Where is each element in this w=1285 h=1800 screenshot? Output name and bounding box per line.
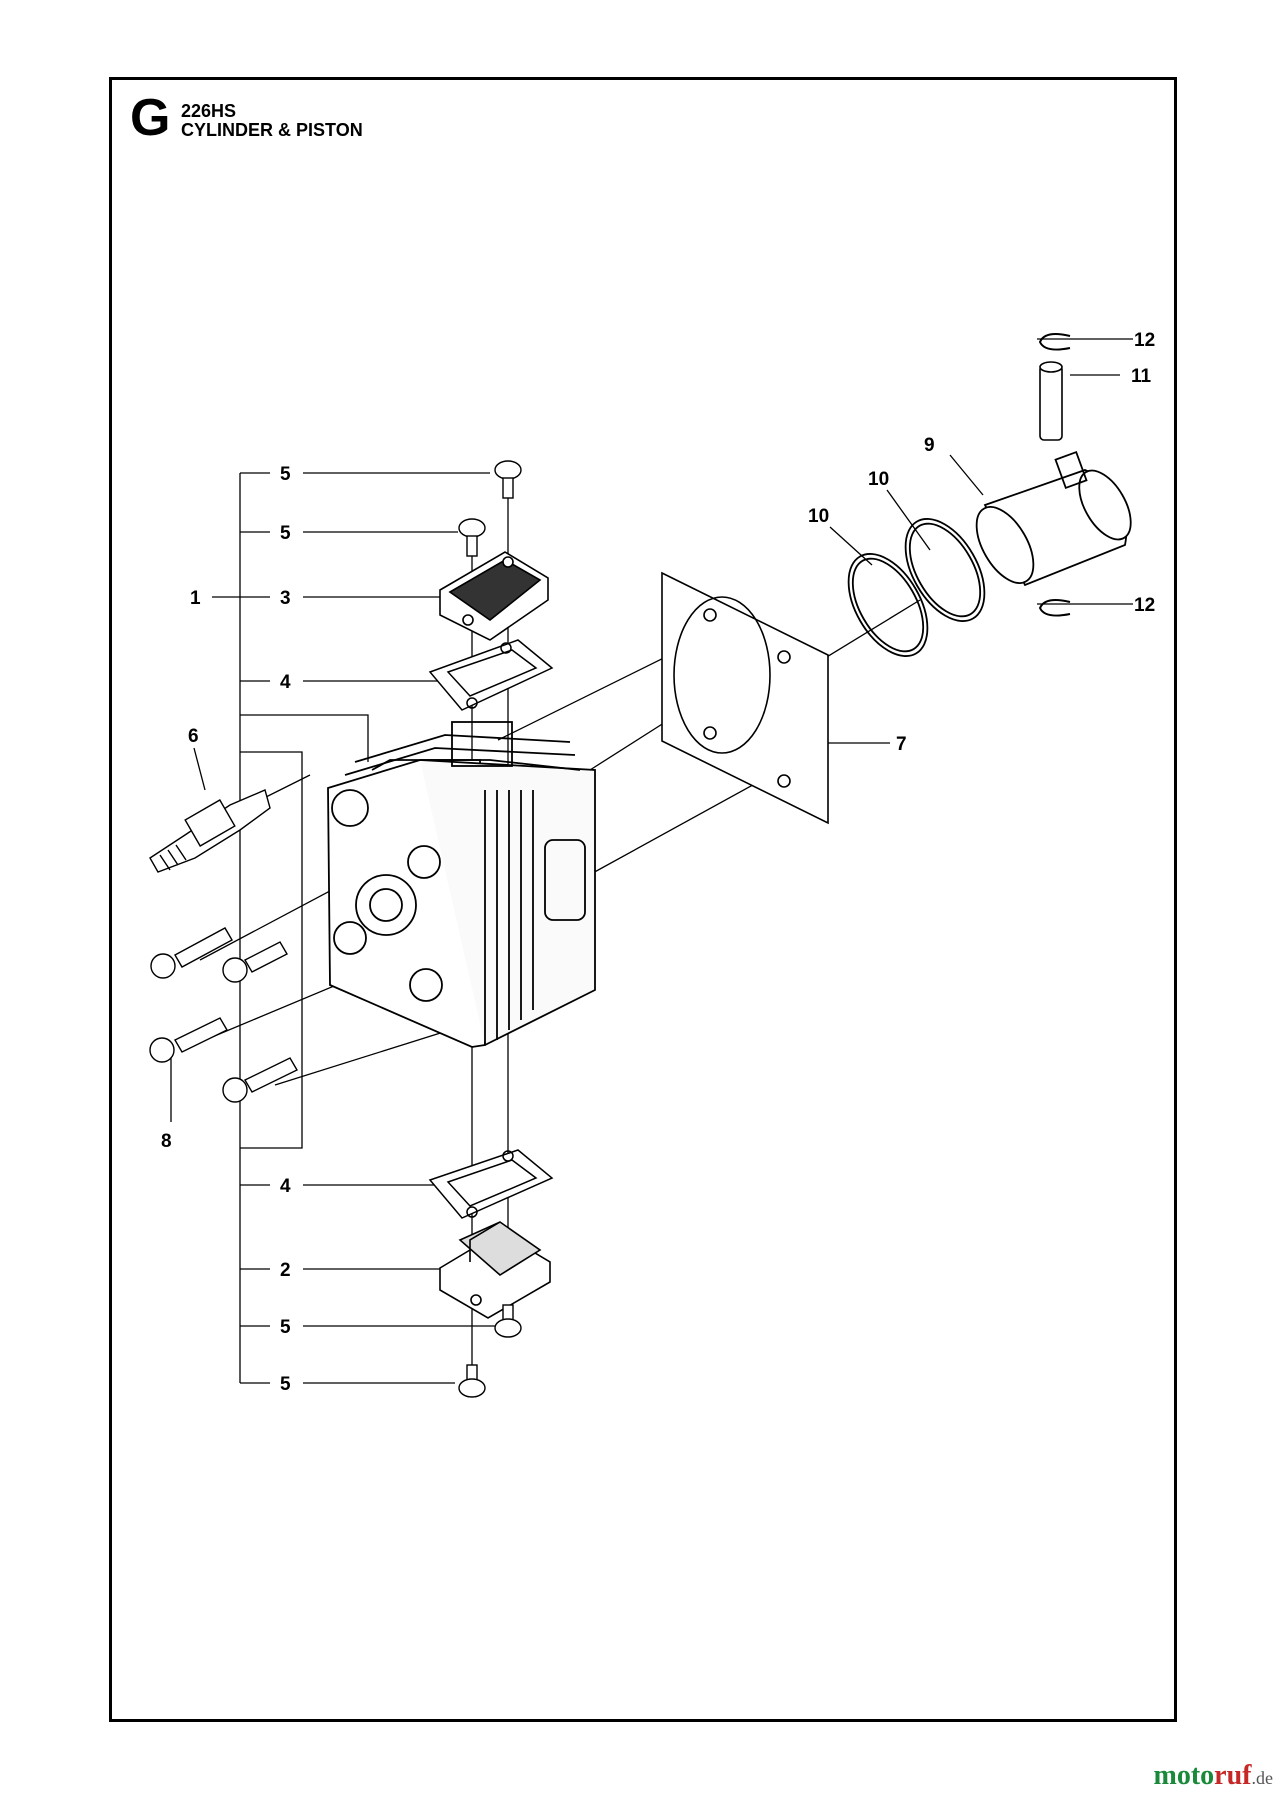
piston-pin [1039, 361, 1063, 441]
callout-9: 9 [924, 435, 935, 456]
callout-3: 3 [280, 588, 291, 609]
callout-1: 1 [190, 588, 201, 609]
circlip-bottom [1038, 599, 1071, 617]
callout-5d: 5 [280, 1374, 291, 1395]
watermark: motoruf.de [1154, 1760, 1273, 1792]
watermark-part-a: moto [1153, 1760, 1215, 1791]
section-letter: G [130, 89, 171, 147]
piston-ring-a [847, 553, 929, 657]
callout-10b: 10 [808, 506, 829, 527]
spark-plug [149, 789, 271, 873]
cylinder-body [327, 721, 596, 1048]
callout-5b: 5 [280, 523, 291, 544]
callout-8: 8 [161, 1131, 172, 1152]
muffler-cover [439, 551, 549, 641]
callout-11: 11 [1131, 366, 1152, 387]
cylinder-base-gasket [661, 571, 829, 825]
watermark-part-b: ruf [1214, 1760, 1252, 1791]
bolt-8-c [149, 1017, 228, 1063]
callout-12a: 12 [1134, 330, 1155, 351]
watermark-part-c: .de [1251, 1768, 1274, 1788]
bolt-8-b [222, 941, 288, 983]
model-name: 226HS [181, 101, 237, 121]
screw-5-top-b [458, 518, 486, 557]
callout-4a: 4 [280, 672, 291, 693]
piston [975, 450, 1132, 587]
callout-5a: 5 [280, 464, 291, 485]
intake-flange [439, 1221, 551, 1319]
callout-2: 2 [280, 1260, 291, 1281]
callout-6: 6 [188, 726, 199, 747]
bolt-8-a [150, 927, 233, 979]
gasket-bottom [428, 1149, 554, 1219]
bracket-assembly-1-inner [240, 751, 303, 1149]
screw-5-bottom-b [458, 1364, 486, 1398]
callout-5c: 5 [280, 1317, 291, 1338]
bolt-8-d [222, 1057, 298, 1103]
gasket-top [428, 639, 554, 711]
callout-10a: 10 [868, 469, 889, 490]
callout-12b: 12 [1134, 595, 1155, 616]
screw-5-bottom-a [494, 1304, 522, 1338]
screw-5-top-a [494, 460, 522, 499]
diagram-frame [109, 77, 1177, 1722]
callout-7: 7 [896, 734, 907, 755]
callout-4b: 4 [280, 1176, 291, 1197]
piston-ring-b [904, 518, 986, 622]
circlip-top [1038, 333, 1071, 351]
section-title: CYLINDER & PISTON [181, 120, 363, 140]
